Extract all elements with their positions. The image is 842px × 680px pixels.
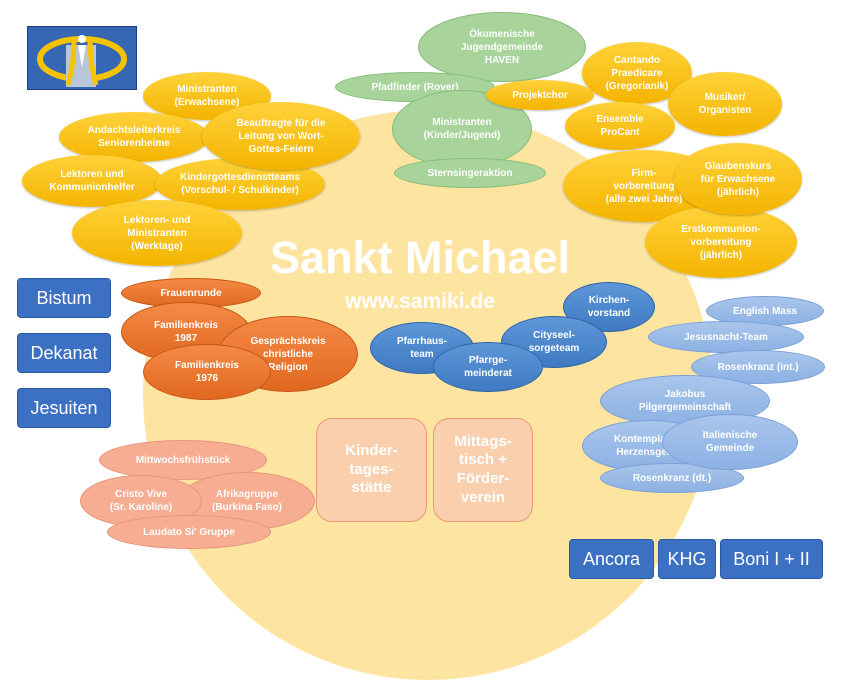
group-beauftragte-wort-gottes[interactable]: Beauftragte für die Leitung von Wort- Go… (202, 102, 360, 170)
mittagstisch-foerderverein-box[interactable]: Mittags- tisch + Förder- verein (433, 418, 533, 522)
group-musiker-organisten[interactable]: Musiker/ Organisten (668, 72, 782, 136)
group-projektchor[interactable]: Projektchor (486, 80, 594, 110)
boni-button[interactable]: Boni I + II (720, 539, 823, 579)
group-erstkommunion[interactable]: Erstkommunion- vorbereitung (jährlich) (645, 206, 797, 278)
group-glaubenskurs[interactable]: Glaubenskurs für Erwachsene (jährlich) (674, 143, 802, 215)
page-title: Sankt Michael (269, 232, 571, 283)
group-lektoren-kommunionhelfer[interactable]: Lektoren und Kommunionhelfer (22, 155, 162, 207)
group-ensemble-procant[interactable]: Ensemble ProCant (565, 102, 675, 150)
group-cityseelsorgeteam[interactable]: Cityseel- sorgeteam (501, 316, 607, 368)
website-link[interactable]: www.samiki.de (345, 290, 495, 313)
group-andachtsleiter[interactable]: Andachtsleiterkreis Seniorenheime (59, 112, 209, 162)
khg-button[interactable]: KHG (658, 539, 716, 579)
group-pfarrgemeinderat[interactable]: Pfarrge- meinderat (433, 342, 543, 392)
group-laudato-si[interactable]: Laudato Si' Gruppe (107, 515, 271, 549)
group-jesusnacht-team[interactable]: Jesusnacht-Team (648, 321, 804, 353)
ancora-button[interactable]: Ancora (569, 539, 654, 579)
jesuiten-button[interactable]: Jesuiten (17, 388, 111, 428)
group-lektoren-ministranten-werktage[interactable]: Lektoren- und Ministranten (Werktage) (72, 200, 242, 266)
bistum-button[interactable]: Bistum (17, 278, 111, 318)
group-italienische-gemeinde[interactable]: Italienische Gemeinde (662, 414, 798, 470)
kindertagesstaette-box[interactable]: Kinder- tages- stätte (316, 418, 427, 522)
group-oekumenische-jugendgemeinde[interactable]: Ökumenische Jugendgemeinde HAVEN (418, 12, 586, 82)
group-familienkreis-1976[interactable]: Familienkreis 1976 (143, 344, 271, 400)
group-sternsinger[interactable]: Sternsingeraktion (394, 158, 546, 188)
dekanat-button[interactable]: Dekanat (17, 333, 111, 373)
parish-logo-icon (27, 26, 137, 90)
